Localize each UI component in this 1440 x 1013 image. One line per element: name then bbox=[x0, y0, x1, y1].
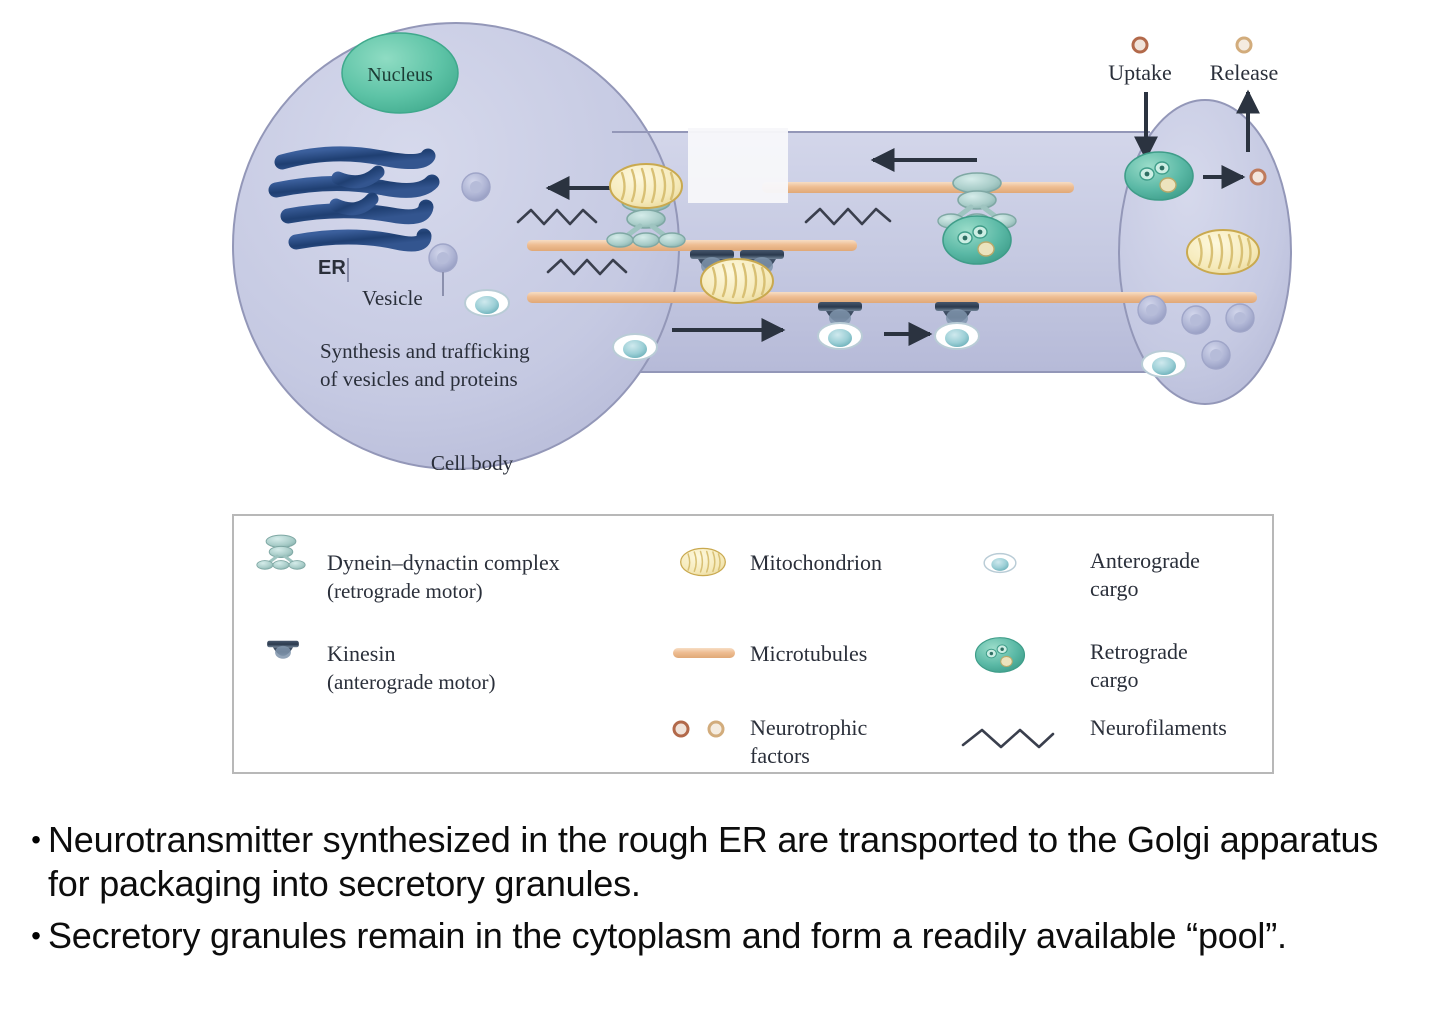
vesicle-icon bbox=[428, 243, 458, 273]
axonal-transport-figure: Nucleus ER Vesicle Synthesis and traffic… bbox=[232, 22, 1292, 774]
anterograde-cargo-icon bbox=[464, 289, 510, 317]
bullet-list: • Neurotransmitter synthesized in the ro… bbox=[24, 818, 1424, 966]
legend-label: Dynein–dynactin complex bbox=[327, 550, 560, 575]
legend-sublabel: (retrograde motor) bbox=[327, 579, 483, 603]
release-label: Release bbox=[1210, 60, 1278, 85]
transport-arrows bbox=[545, 148, 977, 346]
legend-label: Retrograde bbox=[1090, 639, 1188, 664]
neurotrophic-factors-icon bbox=[1235, 36, 1253, 54]
overlay-patch bbox=[688, 128, 788, 203]
uptake-release-group: Uptake Release bbox=[1108, 36, 1278, 161]
microtubule-icon bbox=[527, 240, 857, 251]
legend-item-kinesin: Kinesin (anterograde motor) bbox=[267, 640, 496, 694]
mitochondrion-icon bbox=[679, 547, 727, 577]
neurotrophic-factors-icon bbox=[672, 720, 690, 738]
list-item: • Secretory granules remain in the cytop… bbox=[24, 914, 1424, 958]
neurofilaments-icon bbox=[961, 728, 1055, 749]
vesicle-icon bbox=[1225, 303, 1255, 333]
neurotrophic-factors-icon bbox=[1249, 168, 1267, 186]
mitochondrion-icon bbox=[699, 257, 775, 305]
anterograde-cargo-icon bbox=[817, 322, 863, 350]
legend-item-retrograde-cargo: Retrograde cargo bbox=[974, 637, 1188, 692]
vesicle-callout: Vesicle bbox=[362, 172, 491, 310]
vesicle-icon bbox=[1201, 340, 1231, 370]
nucleus: Nucleus bbox=[341, 32, 459, 114]
legend-label: Anterograde bbox=[1090, 548, 1200, 573]
neurotrophic-factors-icon bbox=[707, 720, 725, 738]
legend-label: Neurotrophic bbox=[750, 715, 868, 740]
svg-text:of vesicles and proteins: of vesicles and proteins bbox=[320, 367, 518, 391]
retrograde-cargo-icon bbox=[1124, 151, 1194, 201]
terminal-contents bbox=[1124, 151, 1267, 378]
legend-item-mitochondrion: Mitochondrion bbox=[679, 547, 882, 577]
legend-item-anterograde-cargo: Anterograde cargo bbox=[983, 548, 1200, 601]
endoplasmic-reticulum: ER bbox=[268, 146, 440, 282]
legend-label: Neurofilaments bbox=[1090, 715, 1227, 740]
anterograde-cargo-icon bbox=[983, 552, 1017, 574]
legend-item-dynein-dynactin: Dynein–dynactin complex (retrograde moto… bbox=[255, 533, 560, 603]
vesicle-label: Vesicle bbox=[362, 286, 423, 310]
anterograde-cargo-icon bbox=[1141, 350, 1187, 378]
uptake-label: Uptake bbox=[1108, 60, 1172, 85]
vesicle-icon bbox=[1137, 295, 1167, 325]
legend-sublabel: cargo bbox=[1090, 667, 1138, 692]
legend-sublabel: factors bbox=[750, 743, 810, 768]
microtubule-icon bbox=[762, 182, 1074, 193]
anterograde-cargo-icon bbox=[934, 322, 980, 350]
bullet-marker: • bbox=[31, 920, 41, 951]
neurofilaments-icon bbox=[804, 207, 892, 226]
legend: Dynein–dynactin complex (retrograde moto… bbox=[232, 514, 1274, 774]
synthesis-trafficking-label: Synthesis and trafficking of vesicles an… bbox=[320, 339, 530, 391]
legend-box bbox=[232, 514, 1274, 774]
neurofilaments bbox=[516, 207, 892, 276]
cell-body-label: Cell body bbox=[431, 451, 514, 475]
legend-item-microtubules: Microtubules bbox=[673, 641, 867, 666]
list-item: • Neurotransmitter synthesized in the ro… bbox=[24, 818, 1424, 906]
svg-text:Synthesis and trafficking: Synthesis and trafficking bbox=[320, 339, 530, 363]
legend-label: Mitochondrion bbox=[750, 550, 882, 575]
neurofilaments-icon bbox=[546, 258, 628, 276]
neurofilaments-icon bbox=[516, 208, 598, 226]
mitochondrion-icon bbox=[608, 162, 684, 210]
legend-item-neurotrophic-factors: Neurotrophic factors bbox=[672, 715, 868, 768]
legend-label: Microtubules bbox=[750, 641, 867, 666]
anterograde-cargo-icon bbox=[612, 333, 658, 361]
neurotrophic-factors-icon bbox=[1131, 36, 1149, 54]
bullet-text: Secretory granules remain in the cytopla… bbox=[48, 915, 1287, 956]
er-label: ER bbox=[318, 257, 346, 279]
bullet-text: Neurotransmitter synthesized in the roug… bbox=[48, 819, 1379, 904]
legend-item-neurofilaments: Neurofilaments bbox=[961, 715, 1227, 749]
mitochondrion-icon bbox=[1185, 228, 1261, 276]
legend-label: Kinesin bbox=[327, 641, 395, 666]
legend-sublabel: (anterograde motor) bbox=[327, 670, 496, 694]
vesicle-icon bbox=[1181, 305, 1211, 335]
bullet-marker: • bbox=[31, 824, 41, 855]
nucleus-label: Nucleus bbox=[367, 64, 433, 86]
microtubule-icon bbox=[673, 648, 735, 658]
vesicle-icon bbox=[461, 172, 491, 202]
retrograde-cargo-icon bbox=[942, 215, 1012, 265]
legend-sublabel: cargo bbox=[1090, 576, 1138, 601]
retrograde-cargo-icon bbox=[974, 637, 1026, 673]
